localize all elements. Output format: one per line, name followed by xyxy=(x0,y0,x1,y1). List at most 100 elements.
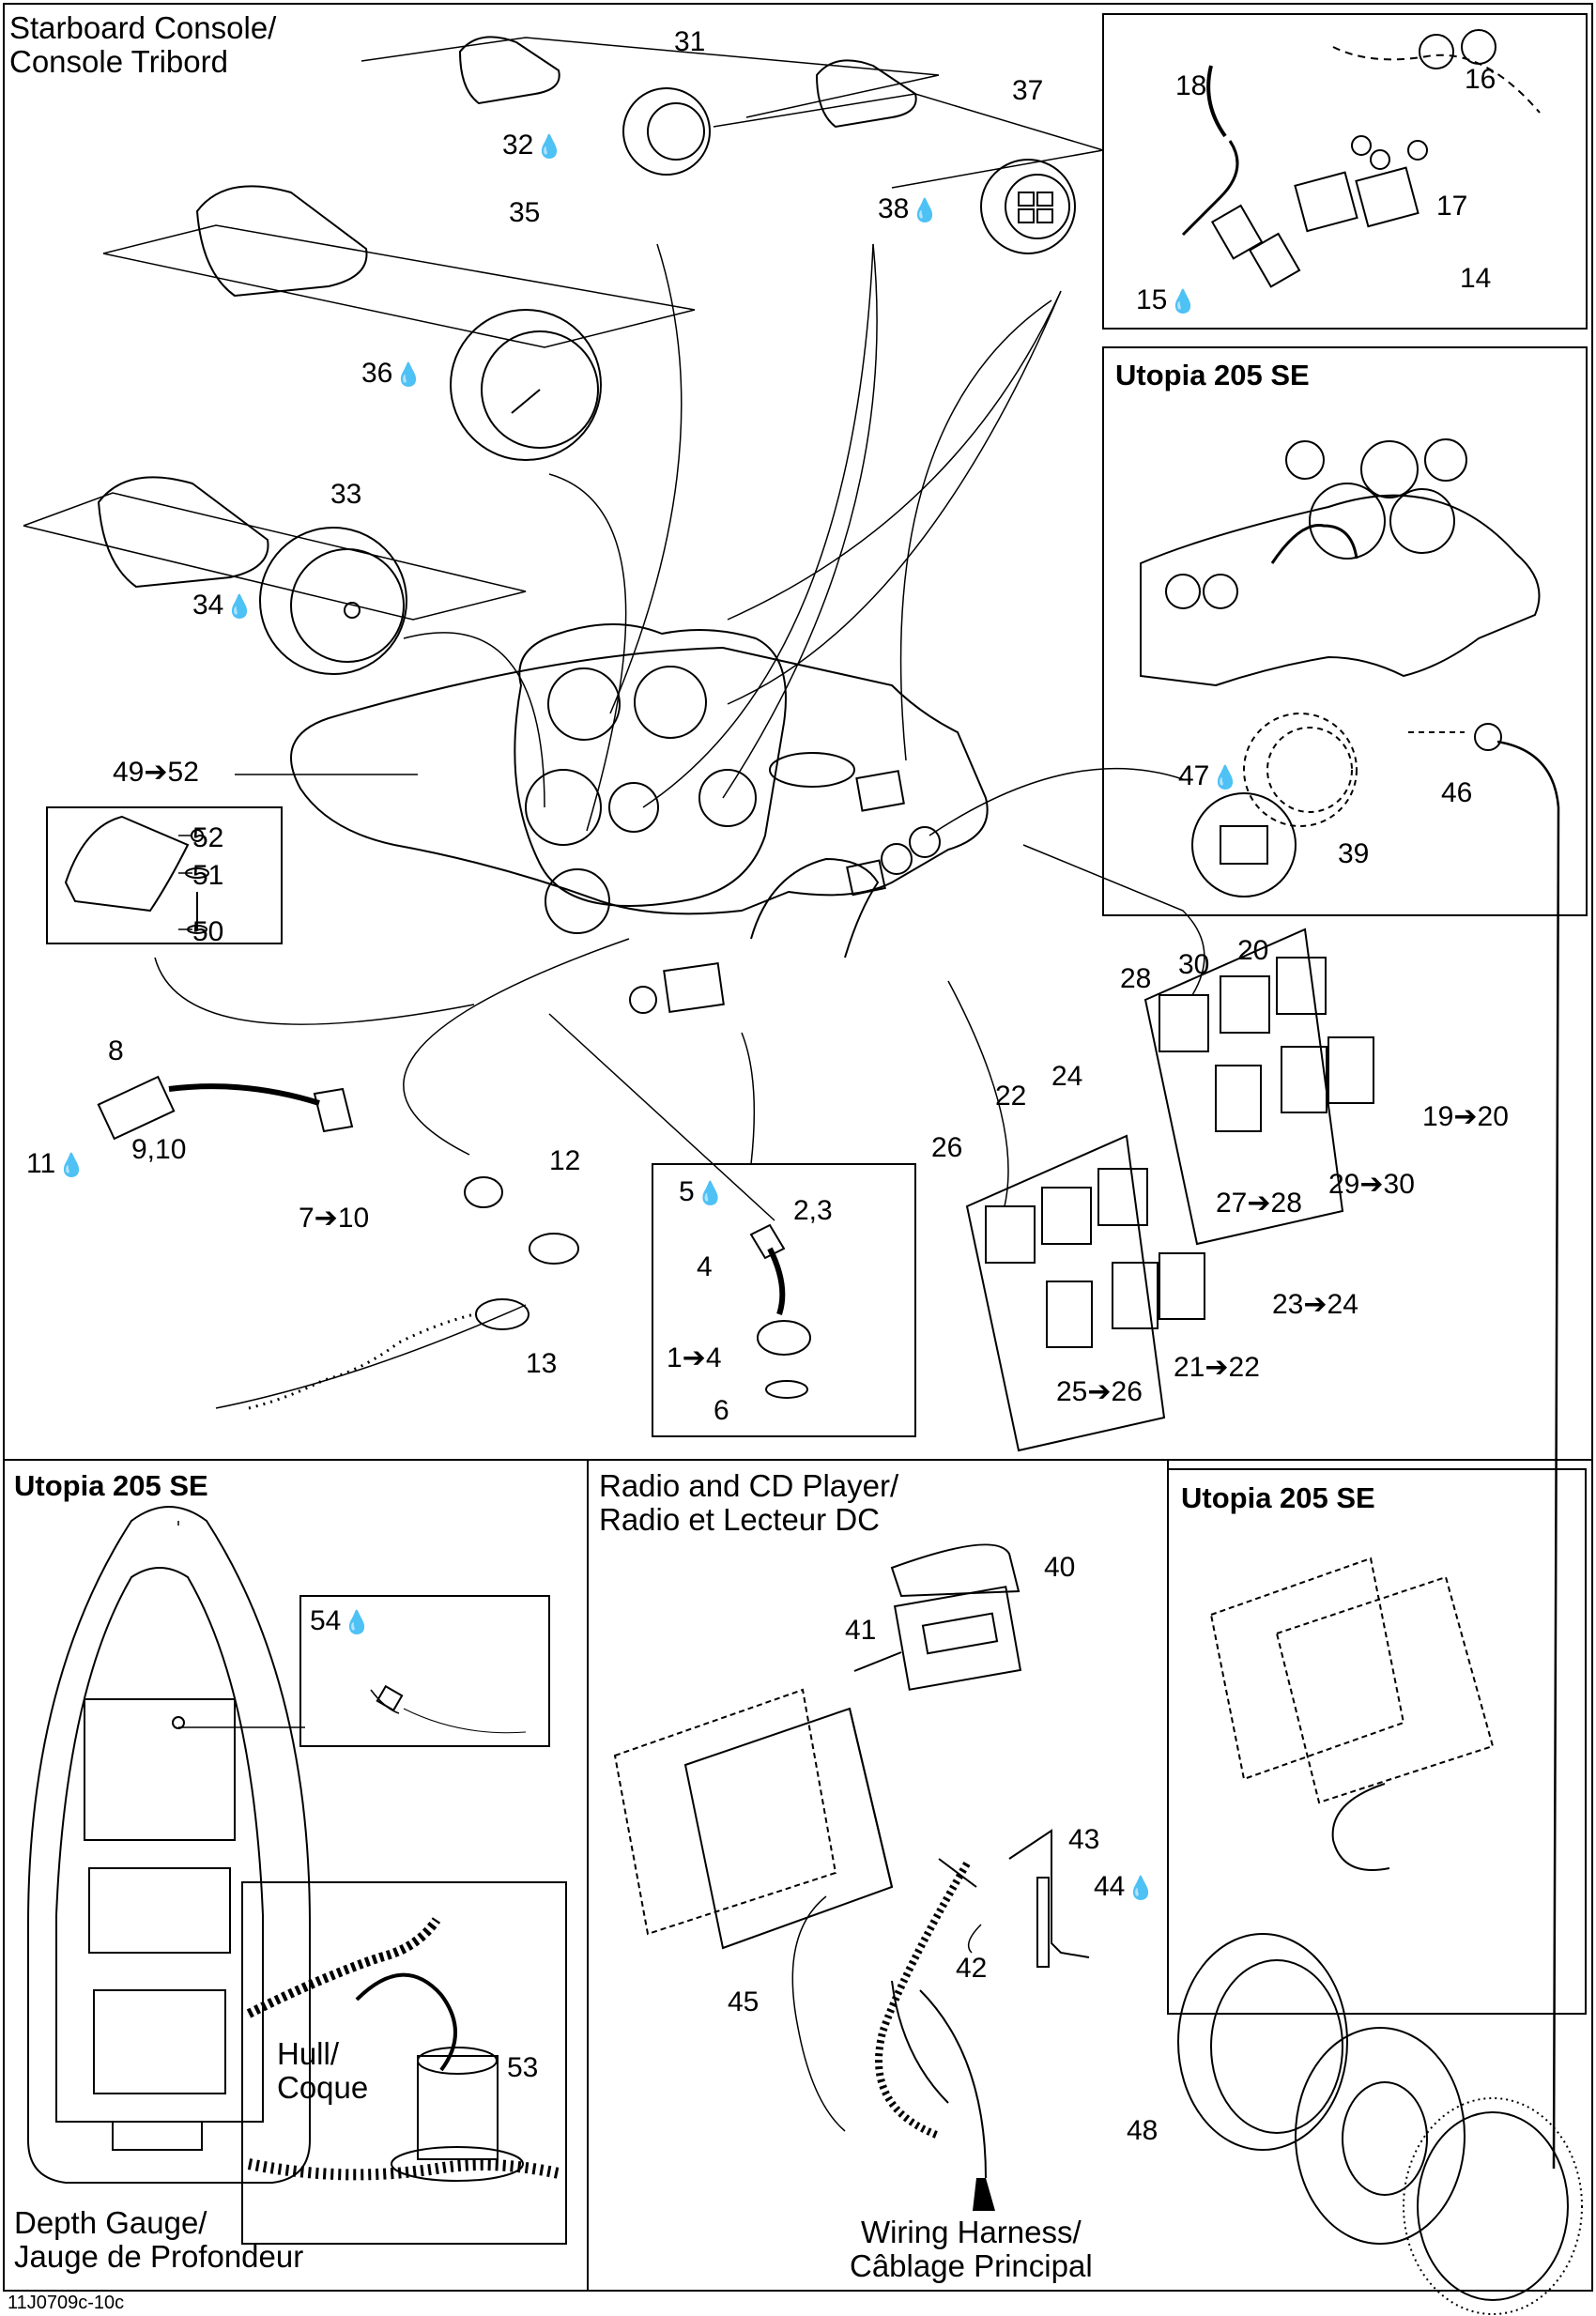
callout-number: 46 xyxy=(1441,777,1473,808)
callout-number: 50 xyxy=(192,916,224,947)
callout-c31: 31 xyxy=(674,28,705,56)
callout-number: 12 xyxy=(549,1145,581,1176)
sealant-drop-icon: 💧 xyxy=(696,1181,725,1206)
heading-utopia-radio: Utopia 205 SE xyxy=(1181,1481,1375,1514)
callout-c15: 15💧 xyxy=(1136,286,1197,314)
callout-c4: 4 xyxy=(697,1253,713,1281)
callout-number: 48 xyxy=(1127,2115,1159,2146)
callout-c27: 27➔28 xyxy=(1216,1189,1302,1218)
title-radio-en: Radio and CD Player/ xyxy=(599,1468,899,1503)
callout-c37: 37 xyxy=(1012,77,1043,105)
starboard-console-body xyxy=(290,623,989,1014)
callout-c14: 14 xyxy=(1460,265,1491,293)
sealant-drop-icon: 💧 xyxy=(57,1153,86,1178)
callout-number: 9,10 xyxy=(131,1134,187,1165)
boat-overview xyxy=(27,1506,311,2184)
callout-c35: 35 xyxy=(509,199,540,227)
callout-number: 1➔4 xyxy=(667,1342,722,1373)
callout-number: 24 xyxy=(1051,1061,1083,1092)
callout-number: 33 xyxy=(330,479,362,510)
callout-c43: 43 xyxy=(1068,1826,1099,1854)
title-radio-cd-player: Radio and CD Player/ Radio et Lecteur DC xyxy=(599,1468,899,1538)
callout-c11: 11💧 xyxy=(26,1150,85,1178)
callout-c28: 28 xyxy=(1120,965,1151,993)
callout-c54: 54💧 xyxy=(310,1607,371,1635)
callout-number: 29➔30 xyxy=(1328,1169,1415,1200)
callout-number: 44 xyxy=(1094,1871,1126,1902)
figure-id: 11J0709c-10c xyxy=(8,2293,125,2313)
callout-number: 42 xyxy=(956,1953,988,1984)
callout-number: 22 xyxy=(995,1081,1027,1112)
radio-cd-player xyxy=(613,1543,1090,2211)
callout-number: 52 xyxy=(192,822,224,853)
title-depth-gauge: Depth Gauge/ Jauge de Profondeur xyxy=(14,2205,304,2275)
callout-c13: 13 xyxy=(526,1350,557,1378)
callout-number: 13 xyxy=(526,1348,558,1379)
callout-c24: 24 xyxy=(1051,1063,1082,1091)
callout-number: 38 xyxy=(878,193,910,224)
callout-c2122: 21➔22 xyxy=(1174,1354,1260,1382)
callout-number: 28 xyxy=(1120,963,1152,994)
callout-number: 34 xyxy=(192,590,224,621)
sealant-drop-icon: 💧 xyxy=(1127,1876,1156,1901)
callout-c16: 16 xyxy=(1465,66,1496,94)
hull-transducer xyxy=(246,1917,560,2182)
callout-number: 6 xyxy=(714,1395,729,1426)
callout-c17: 17 xyxy=(1436,192,1467,221)
title-depth-en: Depth Gauge/ xyxy=(14,2205,207,2240)
callout-number: 18 xyxy=(1175,70,1207,101)
title-wiring-fr: Câblage Principal xyxy=(850,2248,1093,2284)
callout-number: 31 xyxy=(674,26,706,57)
callout-c45: 45 xyxy=(728,1988,759,2017)
switch-panel-19-30 xyxy=(1143,928,1374,1246)
callout-c34: 34💧 xyxy=(192,591,253,620)
decal-inset-parts xyxy=(64,815,209,934)
callout-c30: 30 xyxy=(1178,951,1209,979)
callout-number: 27➔28 xyxy=(1216,1188,1302,1219)
callout-number: 17 xyxy=(1436,191,1468,222)
frame-radio-utopia-inset xyxy=(1167,1468,1587,2015)
callout-c22: 22 xyxy=(995,1082,1026,1111)
callout-c49: 49➔52 xyxy=(113,759,199,787)
heading-utopia-gauge: Utopia 205 SE xyxy=(1115,359,1310,391)
callout-number: 7➔10 xyxy=(299,1203,370,1234)
callout-number: 25➔26 xyxy=(1056,1376,1143,1407)
gauge-37-38-group xyxy=(713,59,1104,254)
title-hull: Hull/ Coque xyxy=(277,2036,368,2106)
speaker-assembly xyxy=(1177,1933,1583,2315)
utopia-dash-illustration xyxy=(1140,438,1560,2170)
switch-assembly-group xyxy=(1181,29,1541,288)
title-starboard-console-fr: Console Tribord xyxy=(9,44,228,80)
callout-c42: 42 xyxy=(956,1955,987,1983)
callout-c36: 36💧 xyxy=(361,360,422,388)
frame-switch-inset xyxy=(1102,13,1588,330)
callout-number: 40 xyxy=(1044,1552,1076,1583)
title-radio-fr: Radio et Lecteur DC xyxy=(599,1502,880,1538)
frame-hull-inset xyxy=(241,1881,567,2245)
safety-lanyard-group xyxy=(97,1075,579,1410)
callout-c6: 6 xyxy=(714,1397,729,1425)
callout-number: 54 xyxy=(310,1605,342,1636)
callout-number: 39 xyxy=(1338,838,1370,869)
callout-c29: 29➔30 xyxy=(1328,1171,1415,1199)
title-starboard-console-en: Starboard Console/ xyxy=(9,10,277,45)
callout-leader-lines xyxy=(154,767,1205,1526)
sensor-inset-parts xyxy=(370,1684,527,1734)
callout-number: 36 xyxy=(361,358,393,389)
callout-number: 37 xyxy=(1012,75,1044,106)
title-depth-fr: Jauge de Profondeur xyxy=(14,2239,304,2275)
frame-sensor-inset xyxy=(299,1595,550,1747)
gauge-leader-lines xyxy=(403,243,1062,832)
callout-c910: 9,10 xyxy=(131,1136,186,1164)
callout-number: 30 xyxy=(1178,949,1210,980)
callout-number: 4 xyxy=(697,1251,713,1282)
callout-c38: 38💧 xyxy=(878,195,939,223)
callout-c8: 8 xyxy=(108,1037,124,1066)
callout-number: 51 xyxy=(192,860,224,891)
callout-number: 19➔20 xyxy=(1422,1101,1509,1132)
callout-c2526: 25➔26 xyxy=(1056,1378,1143,1406)
callout-c53: 53 xyxy=(507,2054,538,2082)
callout-number: 8 xyxy=(108,1035,124,1066)
callout-c23: 2,3 xyxy=(793,1197,833,1225)
